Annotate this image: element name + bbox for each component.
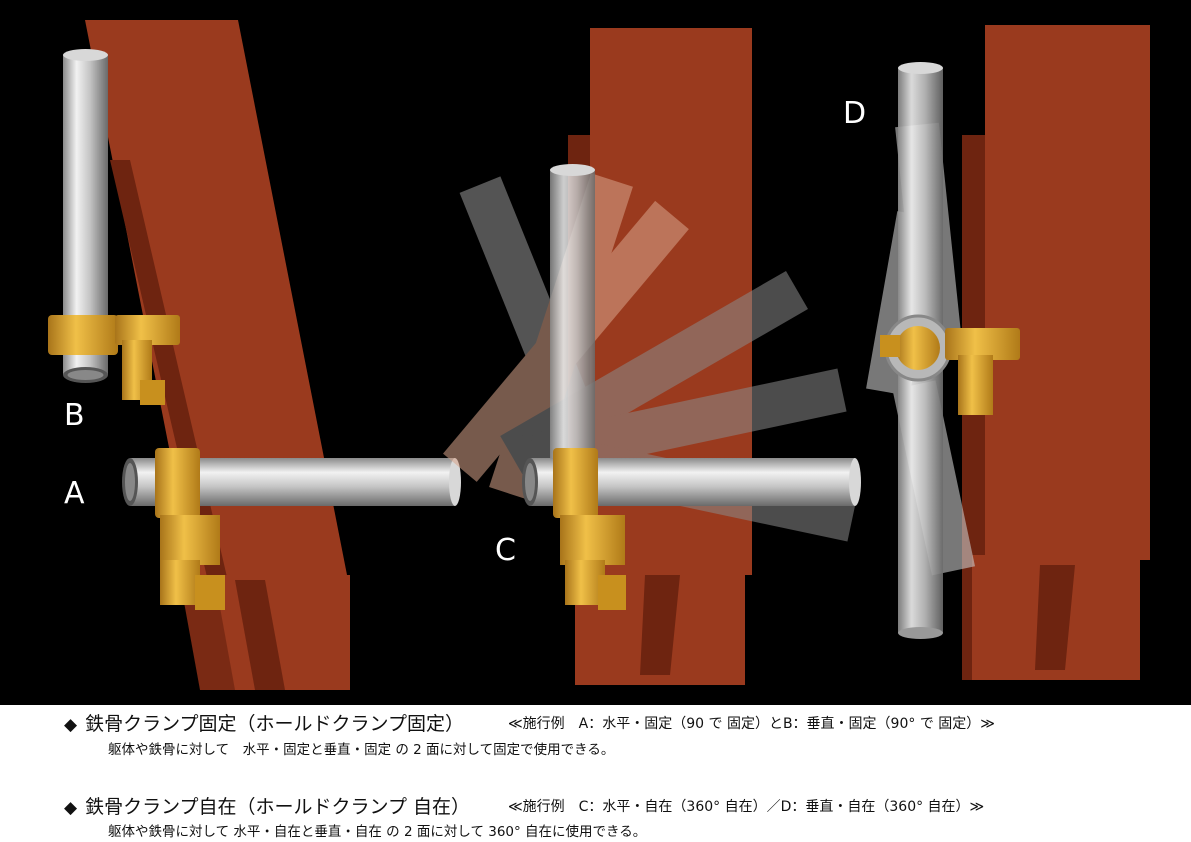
free-clamp-title: 鉄骨クランプ自在（ホールドクランプ 自在） [85, 796, 470, 818]
pipe-c-vertical [550, 164, 595, 500]
illustration-area: B A C D [0, 0, 1191, 705]
free-clamp-description: 躯体や鉄骨に対して 水平・自在と垂直・自在 の 2 面に対して 360° 自在に… [108, 824, 647, 840]
fixed-clamp-example: ≪施行例 A：水平・固定（90 で 固定）とB：垂直・固定（90° で 固定）≫ [508, 716, 995, 732]
bullet-icon: ◆ [64, 798, 78, 818]
clamp-a [155, 448, 225, 610]
clamp-illustration: B A C D [48, 20, 1150, 690]
fixed-clamp-title: 鉄骨クランプ固定（ホールドクランプ固定） [85, 713, 464, 735]
free-clamp-heading: ◆ 鉄骨クランプ自在（ホールドクランプ 自在） [64, 792, 470, 819]
clamp-b [48, 315, 180, 405]
clamp-c [553, 448, 626, 610]
fixed-clamp-description: 躯体や鉄骨に対して 水平・固定と垂直・固定 の 2 面に対して固定で使用できる。 [108, 742, 615, 758]
label-c: C [495, 533, 516, 568]
label-a: A [64, 476, 85, 511]
steel-beam-right [962, 25, 1150, 680]
caption-area: ◆ 鉄骨クランプ固定（ホールドクランプ固定） ≪施行例 A：水平・固定（90 で … [0, 705, 1191, 842]
fixed-clamp-heading: ◆ 鉄骨クランプ固定（ホールドクランプ固定） [64, 709, 464, 736]
clamp-d [880, 314, 1020, 415]
label-d: D [843, 96, 866, 131]
label-b: B [64, 398, 85, 433]
free-clamp-example: ≪施行例 C：水平・自在（360° 自在）／D：垂直・自在（360° 自在）≫ [508, 799, 985, 815]
bullet-icon: ◆ [64, 715, 78, 735]
